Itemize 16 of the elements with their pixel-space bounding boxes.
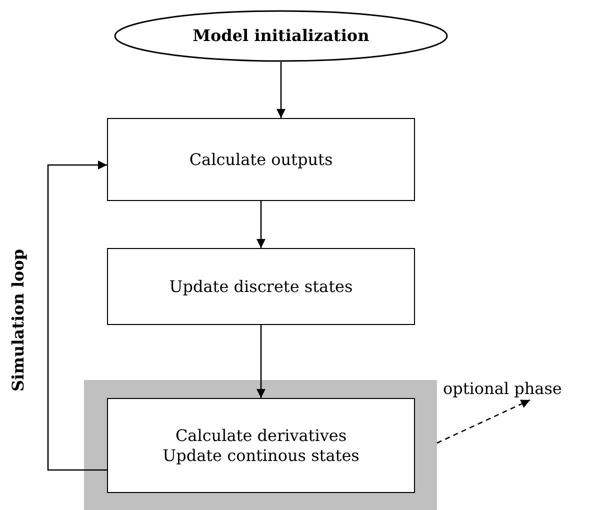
node-label: Model initialization: [192, 26, 370, 46]
arrow: [256, 325, 266, 398]
dashed-arrow: [436, 399, 530, 444]
arrow: [256, 201, 266, 248]
node-label: Update continous states: [162, 446, 360, 466]
node-label: Calculate derivatives: [175, 426, 347, 446]
arrow: [47, 160, 107, 471]
process-box: [107, 248, 415, 325]
process-box: [107, 398, 415, 493]
arrow: [276, 62, 286, 118]
node-label: Calculate outputs: [189, 150, 333, 170]
process-box: [107, 118, 415, 201]
annotation-text: optional phase: [443, 379, 562, 399]
edge-label: Simulation loop: [8, 252, 28, 392]
node-label: Update discrete states: [169, 276, 353, 296]
optional-phase-band: [84, 380, 437, 510]
